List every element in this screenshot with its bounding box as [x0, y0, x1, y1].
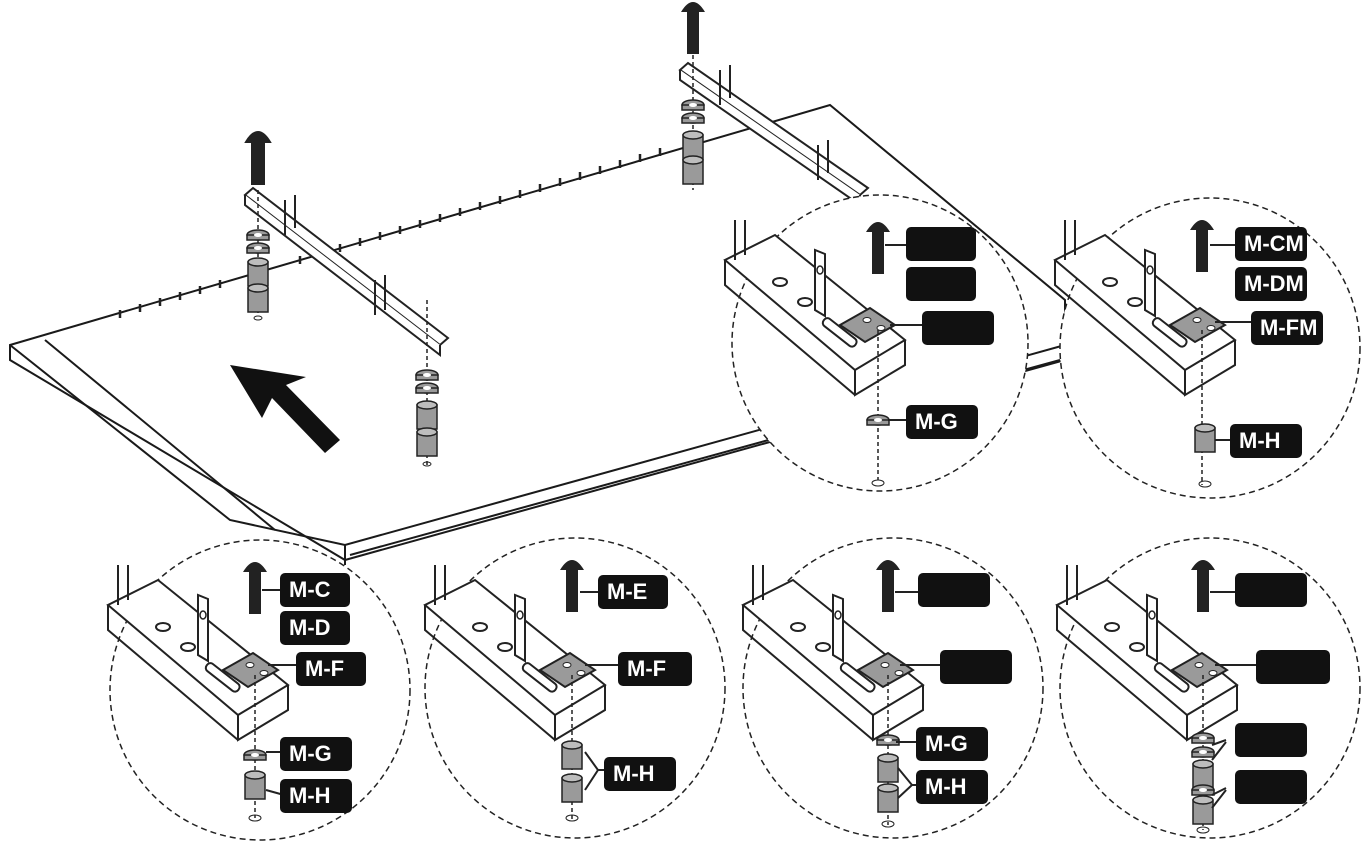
left-rail [243, 131, 450, 358]
detail-6-label-3 [1235, 723, 1307, 757]
detail-2-label-4: M-H [1230, 424, 1302, 458]
detail-1-label-4: M-G [906, 405, 978, 439]
detail-4-label-3: M-H [604, 757, 676, 791]
direction-arrow [230, 365, 340, 453]
detail-1-label-1 [906, 227, 976, 261]
detail-circle-4 [424, 537, 726, 839]
detail-circle-3 [107, 539, 411, 841]
detail-3-label-5: M-H [280, 779, 352, 813]
detail-circle-2 [1054, 197, 1361, 499]
left-rail-hardware [246, 190, 439, 467]
detail-1-label-3 [922, 311, 994, 345]
detail-3-label-4: M-G [280, 737, 352, 771]
detail-3-label-2: M-D [280, 611, 350, 645]
detail-3-label-1: M-C [280, 573, 350, 607]
detail-6-label-1 [1235, 573, 1307, 607]
detail-6-label-2 [1256, 650, 1330, 684]
detail-2-label-1: M-CM [1235, 227, 1307, 261]
detail-4-label-1: M-E [598, 575, 668, 609]
detail-5-label-2 [940, 650, 1012, 684]
detail-6-label-4 [1235, 770, 1307, 804]
detail-1-label-2 [906, 267, 976, 301]
detail-5-label-4: M-H [916, 770, 988, 804]
detail-circle-5 [742, 537, 1044, 839]
detail-4-label-2: M-F [618, 652, 692, 686]
detail-2-label-3: M-FM [1251, 311, 1323, 345]
detail-5-label-1 [918, 573, 990, 607]
detail-3-label-3: M-F [296, 652, 366, 686]
detail-2-label-2: M-DM [1235, 267, 1307, 301]
detail-5-label-3: M-G [916, 727, 988, 761]
detail-circle-6 [1056, 537, 1361, 839]
